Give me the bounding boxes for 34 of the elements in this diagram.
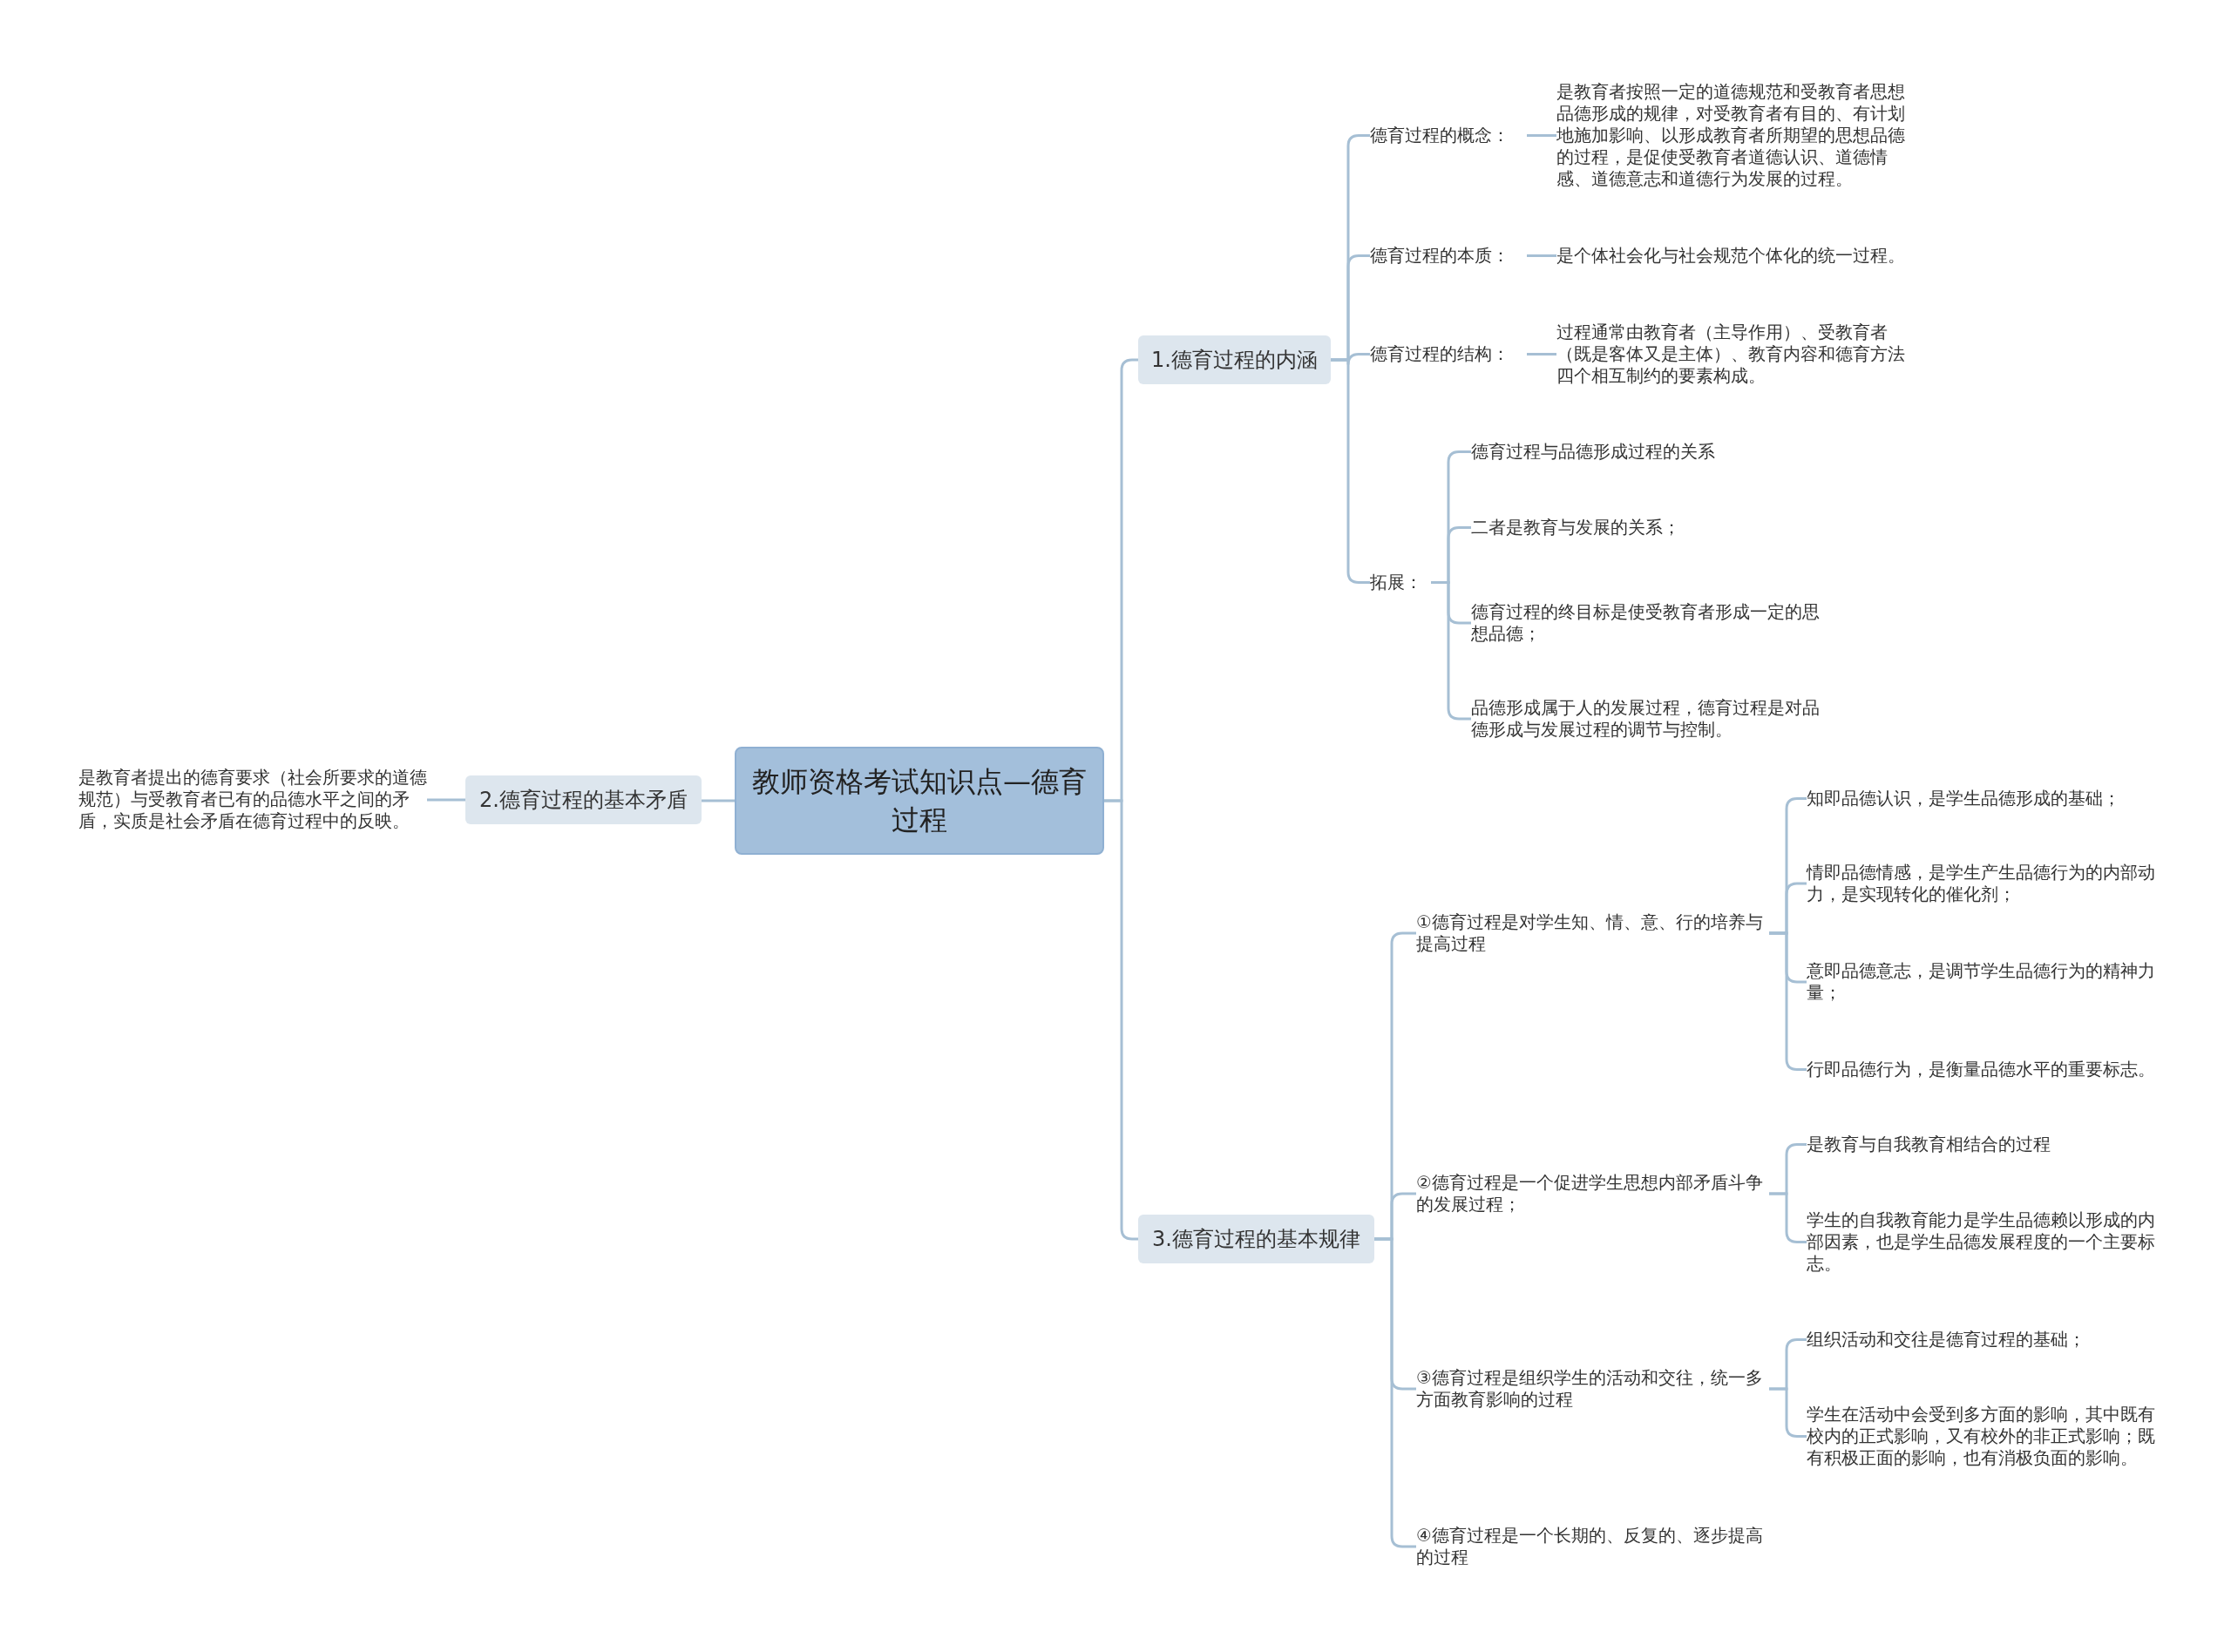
note-text: ②德育过程是一个促进学生思想内部矛盾斗争的发展过程； bbox=[1416, 1172, 1769, 1215]
note-text: 学生的自我教育能力是学生品德赖以形成的内部因素，也是学生品德发展程度的一个主要标志。 bbox=[1807, 1209, 2160, 1275]
note-text: 品德形成属于人的发展过程，德育过程是对品德形成与发展过程的调节与控制。 bbox=[1471, 697, 1824, 741]
subtopic-text: 德育过程的本质： bbox=[1370, 245, 1527, 267]
note-text: ①德育过程是对学生知、情、意、行的培养与提高过程 bbox=[1416, 911, 1769, 955]
topic-box: 2.德育过程的基本矛盾 bbox=[465, 775, 702, 824]
topic-box: 1.德育过程的内涵 bbox=[1138, 335, 1331, 384]
note-text: 学生在活动中会受到多方面的影响，其中既有校内的正式影响，又有校外的非正式影响；既有积极正面的影响，也有消极负面的影响。 bbox=[1807, 1404, 2160, 1469]
root-topic: 教师资格考试知识点—德育过程 bbox=[735, 747, 1104, 855]
note-text: 意即品德意志，是调节学生品德行为的精神力量； bbox=[1807, 960, 2160, 1004]
note-text: ④德育过程是一个长期的、反复的、逐步提高的过程 bbox=[1416, 1525, 1769, 1568]
subtopic-text: 德育过程的概念： bbox=[1370, 125, 1527, 146]
note-text: 情即品德情感，是学生产生品德行为的内部动力，是实现转化的催化剂； bbox=[1807, 862, 2160, 905]
connector-line bbox=[702, 799, 735, 802]
note-text: 行即品德行为，是衡量品德水平的重要标志。 bbox=[1807, 1059, 2160, 1080]
note-text: 德育过程与品德形成过程的关系 bbox=[1471, 441, 1837, 463]
connector-line bbox=[1527, 254, 1556, 257]
note-text: 组织活动和交往是德育过程的基础； bbox=[1807, 1329, 2160, 1351]
note-text: 过程通常由教育者（主导作用）、受教育者（既是客体又是主体）、教育内容和德育方法四个相互制约的要素构成。 bbox=[1556, 322, 1909, 387]
note-text: 二者是教育与发展的关系； bbox=[1471, 517, 1837, 538]
note-text: ③德育过程是组织学生的活动和交往，统一多方面教育影响的过程 bbox=[1416, 1367, 1769, 1411]
note-text: 是教育与自我教育相结合的过程 bbox=[1807, 1134, 2160, 1155]
note-text: 知即品德认识，是学生品德形成的基础； bbox=[1807, 788, 2160, 809]
connector-line bbox=[1104, 799, 1138, 1241]
connector-line bbox=[1527, 134, 1556, 137]
subtopic-text: 拓展： bbox=[1370, 572, 1431, 593]
note-text: 德育过程的终目标是使受教育者形成一定的思想品德； bbox=[1471, 601, 1824, 645]
topic-box: 3.德育过程的基本规律 bbox=[1138, 1215, 1374, 1263]
note-text: 是教育者提出的德育要求（社会所要求的道德规范）与受教育者已有的品德水平之间的矛盾，实质是社会矛盾在德育过程中的反映。 bbox=[78, 767, 427, 832]
connector-line bbox=[1527, 353, 1556, 355]
note-text: 是教育者按照一定的道德规范和受教育者思想品德形成的规律，对受教育者有目的、有计划地施加影响、以形成教育者所期望的思想品德的过程，是促使受教育者道德认识、道德情感、道德意志和道德行为发展的过程。 bbox=[1556, 81, 1909, 190]
note-text: 是个体社会化与社会规范个体化的统一过程。 bbox=[1556, 245, 1922, 267]
subtopic-text: 德育过程的结构： bbox=[1370, 343, 1527, 365]
connector-line bbox=[427, 798, 465, 802]
